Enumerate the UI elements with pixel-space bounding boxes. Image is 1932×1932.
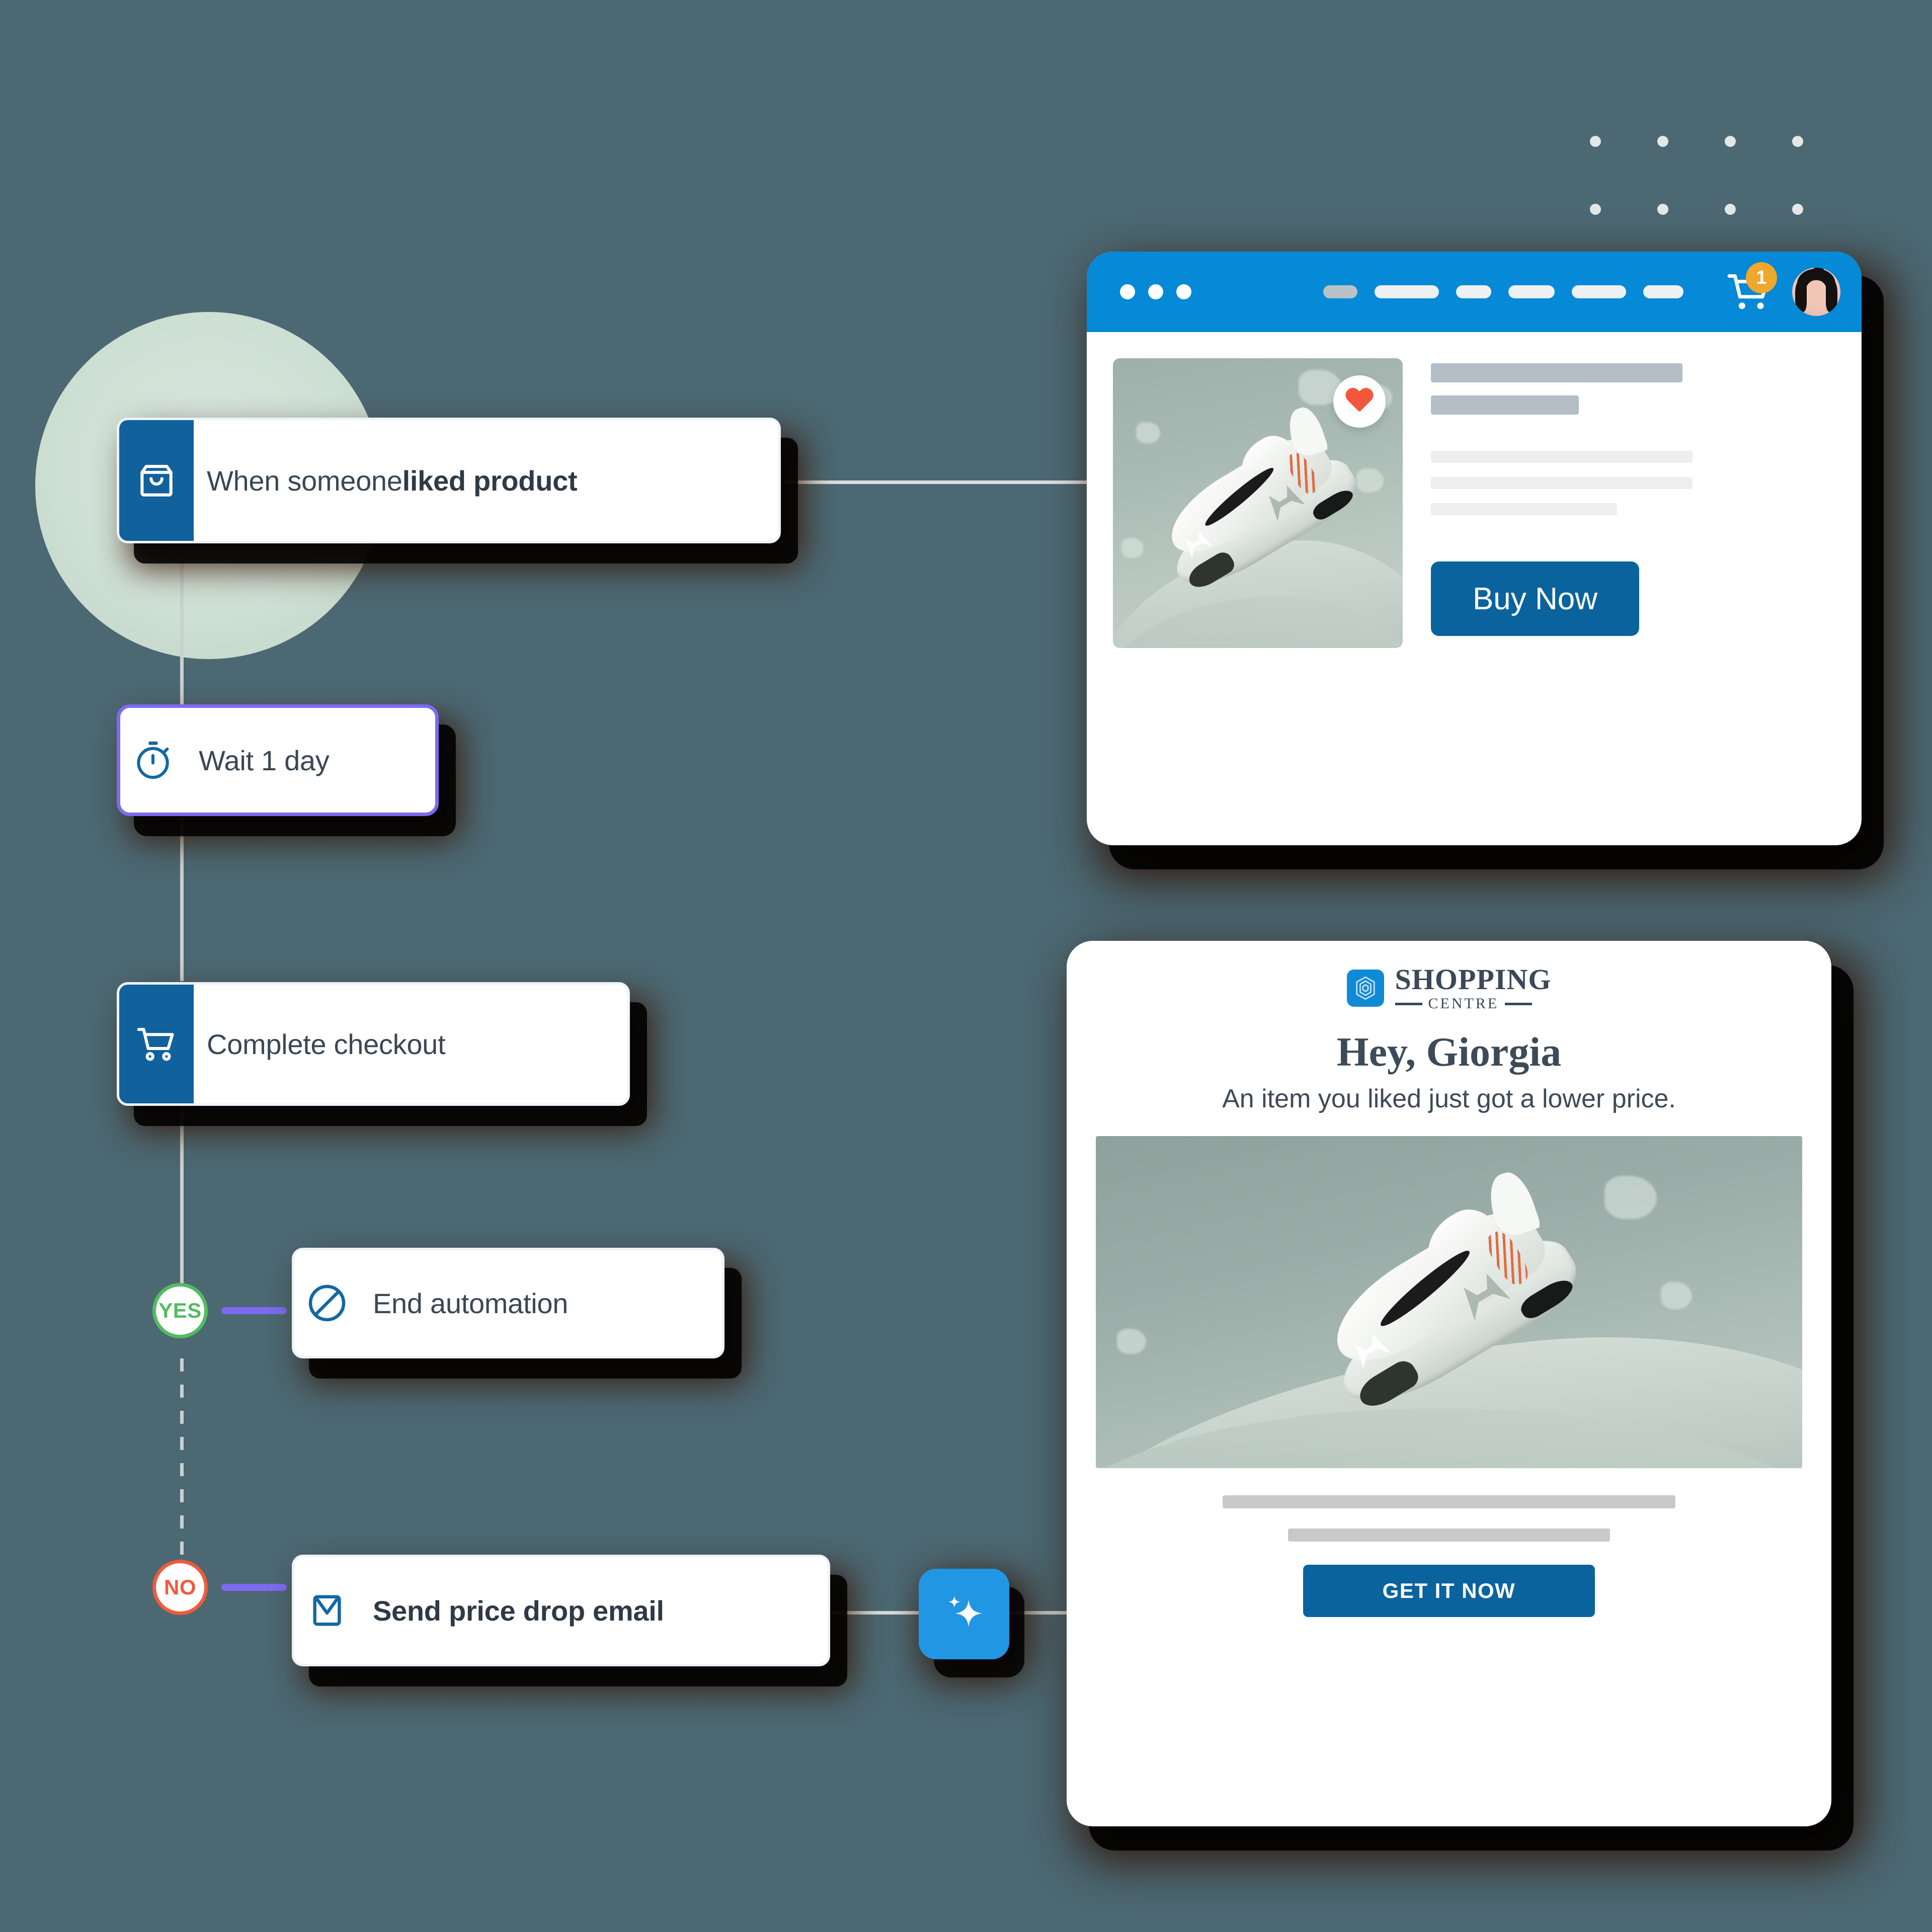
logo-rule-right (1505, 1002, 1533, 1005)
flow-node-trigger-label: When someone liked product (194, 420, 599, 541)
email-content: SHOPPING CENTRE Hey, Giorgia An item you… (1067, 941, 1831, 1468)
email-greeting: Hey, Giorgia (1336, 1029, 1562, 1075)
branch-link-no (221, 1584, 287, 1591)
product-subtitle-placeholder (1431, 395, 1579, 415)
brand-name-secondary-row: CENTRE (1395, 996, 1552, 1011)
brand-name-primary: SHOPPING (1395, 963, 1552, 996)
browser-content: Buy Now (1087, 332, 1862, 648)
browser-topbar-actions: 1 (1725, 262, 1840, 316)
nav-item-placeholder (1508, 285, 1555, 298)
like-badge[interactable] (1333, 375, 1386, 428)
email-subtitle: An item you liked just got a lower price… (1222, 1084, 1676, 1113)
email-brand-text: SHOPPING CENTRE (1395, 965, 1552, 1011)
shopping-cart-icon (119, 985, 194, 1103)
bokeh-particle (1356, 468, 1384, 493)
trigger-label-plain: When someone (207, 464, 403, 497)
sparkle-ai-icon[interactable] (919, 1569, 1009, 1659)
email-footer: GET IT NOW (1067, 1495, 1831, 1617)
nav-item-placeholder (1323, 285, 1357, 298)
email-node-label-text: Send price drop email (373, 1594, 664, 1627)
window-dot (1176, 284, 1191, 299)
shopping-bag-icon (119, 420, 194, 541)
avatar-bun (1813, 268, 1824, 276)
email-body-placeholder (1288, 1528, 1610, 1542)
product-image (1113, 358, 1403, 648)
avatar-hair-right (1826, 280, 1838, 312)
stopwatch-icon (120, 708, 186, 813)
logo-rule-left (1395, 1002, 1422, 1005)
branch-chip-no-label: NO (164, 1575, 196, 1599)
bokeh-particle (1136, 422, 1161, 443)
nav-item-placeholder (1643, 285, 1683, 298)
product-title-placeholder (1431, 363, 1682, 382)
product-desc-placeholder (1431, 477, 1693, 489)
flow-node-wait[interactable]: Wait 1 day (117, 704, 439, 816)
connector-checkout-to-yes (180, 1107, 184, 1293)
browser-nav-placeholders[interactable] (1323, 285, 1683, 298)
flow-node-email-label: Send price drop email (360, 1557, 686, 1664)
branch-chip-yes-label: YES (158, 1299, 202, 1322)
flow-node-send-email[interactable]: Send price drop email (292, 1555, 830, 1666)
dot (1590, 204, 1601, 215)
browser-window-mockup: 1 (1087, 252, 1862, 845)
bokeh-particle (1604, 1176, 1657, 1220)
product-desc-placeholder (1431, 503, 1617, 515)
email-brand-logo: SHOPPING CENTRE (1096, 965, 1802, 1011)
browser-topbar: 1 (1087, 252, 1862, 332)
connector-yes-to-no (180, 1358, 184, 1590)
flow-node-end-automation[interactable]: End automation (292, 1248, 725, 1358)
window-dot (1120, 284, 1135, 299)
branch-link-yes (221, 1307, 287, 1314)
heart-icon (1345, 388, 1374, 415)
avatar[interactable] (1792, 268, 1840, 316)
email-product-image (1096, 1136, 1802, 1468)
product-info: Buy Now (1431, 358, 1835, 648)
nav-item-placeholder (1375, 285, 1439, 298)
dot (1792, 204, 1803, 215)
cart-button[interactable]: 1 (1725, 262, 1777, 316)
avatar-hair-left (1795, 280, 1807, 312)
get-it-now-button[interactable]: GET IT NOW (1303, 1565, 1595, 1617)
bokeh-particle (1121, 538, 1144, 558)
flow-node-checkout[interactable]: Complete checkout (117, 982, 630, 1106)
bokeh-particle (1117, 1328, 1147, 1354)
dot (1657, 204, 1668, 215)
envelope-icon (294, 1557, 360, 1664)
connector-wait-to-checkout (180, 815, 184, 981)
connector-trigger-to-browser (785, 480, 1137, 484)
dot (1657, 136, 1668, 147)
flow-node-end-label: End automation (373, 1287, 569, 1319)
avatar-face (1805, 280, 1828, 307)
window-dot (1148, 284, 1163, 299)
trigger-label-bold: liked product (402, 464, 578, 497)
email-preview-mockup: SHOPPING CENTRE Hey, Giorgia An item you… (1067, 941, 1831, 1826)
decorative-dot-grid (1590, 136, 1803, 216)
sparkle-glyph (948, 1596, 983, 1627)
dot (1725, 136, 1736, 147)
email-body-placeholder (1223, 1495, 1675, 1508)
brand-name-secondary: CENTRE (1428, 995, 1499, 1012)
product-desc-placeholder (1431, 451, 1693, 463)
hexagon-logo-icon (1346, 970, 1384, 1007)
branch-chip-no[interactable]: NO (152, 1560, 208, 1615)
nav-item-placeholder (1456, 285, 1491, 298)
dot (1725, 204, 1736, 215)
connector-trigger-to-wait (180, 543, 184, 709)
bokeh-particle (1661, 1282, 1693, 1310)
flow-node-checkout-label: Complete checkout (207, 1028, 446, 1060)
dot (1590, 136, 1601, 147)
window-control-dots[interactable] (1120, 284, 1191, 299)
branch-chip-yes[interactable]: YES (152, 1283, 208, 1338)
dot (1792, 136, 1803, 147)
flow-node-wait-label: Wait 1 day (199, 744, 330, 776)
nav-item-placeholder (1572, 285, 1626, 298)
cart-badge-count: 1 (1746, 262, 1777, 293)
no-entry-icon (294, 1250, 360, 1356)
buy-now-button[interactable]: Buy Now (1431, 561, 1639, 636)
flow-node-trigger[interactable]: When someone liked product (117, 418, 781, 543)
